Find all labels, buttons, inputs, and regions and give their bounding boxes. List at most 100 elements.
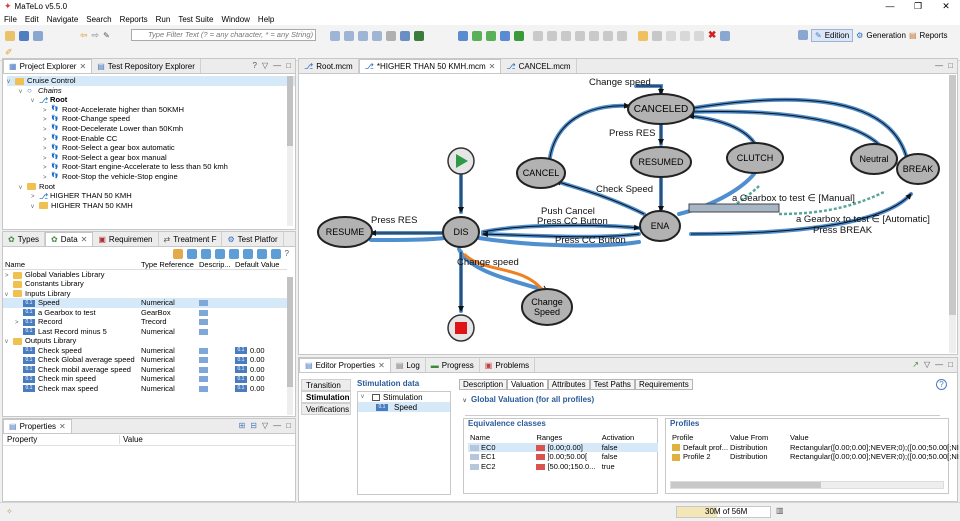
close-icon[interactable]: ✕ [378,361,385,370]
maximize-icon[interactable]: □ [286,61,291,70]
add-state-icon[interactable] [472,30,482,41]
add-constant-icon[interactable] [228,248,239,259]
subtab-description[interactable]: Description [459,379,508,390]
end-node[interactable] [447,314,475,342]
minimize-button[interactable]: — [885,1,895,11]
expand-caret[interactable]: v [19,88,22,95]
side-tab-stimulation[interactable]: Stimulation [301,391,351,403]
diagram-canvas[interactable]: CANCELED RESUMED CLUTCH Neutral BREAK CA… [299,74,949,354]
menu-search[interactable]: Search [86,14,112,24]
delete-icon[interactable]: ✖ [708,30,717,41]
tree-item[interactable]: >👣Root-Enable CC [7,134,295,144]
menu-run[interactable]: Run [155,14,171,24]
prof-col-value[interactable]: Value [790,433,809,443]
tree-item[interactable]: >⎇HIGHER THAN 50 KMH [7,191,295,201]
magic-wand-icon[interactable]: ✐ [5,47,13,57]
col-default[interactable]: Default Value [235,260,280,269]
expand-caret[interactable]: > [43,165,47,172]
expand-caret[interactable]: v [19,184,22,191]
subtab-valuation[interactable]: Valuation [507,379,548,390]
menu-help[interactable]: Help [257,14,275,24]
close-icon[interactable]: ✕ [79,62,87,71]
tree-item[interactable]: >👣Root-Start engine-Accelerate to less t… [7,162,295,172]
menu-file[interactable]: File [4,14,17,24]
menu-icon[interactable]: ▽ [262,61,269,70]
expand-caret[interactable]: > [31,194,35,201]
tree-item[interactable]: v⎇Root [7,95,295,105]
maximize-icon[interactable]: □ [948,360,953,369]
help-icon[interactable]: ? [284,249,289,258]
state-cancel[interactable]: CANCEL [516,157,566,189]
tab-root-mcm[interactable]: ⎇Root.mcm [299,59,359,73]
filter-input[interactable]: Type Filter Text (? = any character, * =… [131,29,316,41]
pin-icon[interactable]: ⊞ [238,421,246,430]
perspective-edition[interactable]: ✎Edition [811,28,854,42]
menu-navigate[interactable]: Navigate [46,14,79,24]
minimize-icon[interactable]: — [273,421,282,430]
state-dis[interactable]: DIS [442,216,480,248]
open-perspective-icon[interactable] [798,30,808,40]
state-canceled[interactable]: CANCELED [627,93,695,125]
table-row[interactable]: >Global Variables Library [3,270,287,279]
add-transition-icon[interactable] [486,30,496,41]
close-icon[interactable]: ✕ [59,422,66,431]
new-icon[interactable] [5,30,15,41]
zoom-fit-icon[interactable] [330,30,340,41]
close-icon[interactable]: ✕ [488,62,496,71]
expand-caret[interactable]: v [5,291,8,298]
tab-cancel-mcm[interactable]: ⎇CANCEL.mcm [501,59,577,73]
minimize-icon[interactable]: — [935,360,944,369]
expand-caret[interactable]: v [31,203,34,210]
col-name[interactable]: Name [5,260,26,269]
tree-item[interactable]: >👣Root-Select a gear box automatic [7,143,295,153]
subtab-requirements[interactable]: Requirements [634,379,693,390]
expand-caret[interactable]: v [5,339,8,346]
menu-test-suite[interactable]: Test Suite [178,14,214,24]
state-neutral[interactable]: Neutral [850,143,898,175]
explorer-scrollbar[interactable] [287,76,293,226]
menu-icon[interactable]: ▽ [262,421,269,430]
forward-icon[interactable]: ⇨ [91,30,100,40]
save-icon[interactable] [19,30,29,41]
eq-col-name[interactable]: Name [470,433,491,443]
copy-icon[interactable] [680,30,690,41]
tree-item[interactable]: v○Chains [7,86,295,96]
tree-item[interactable]: >👣Root-Accelerate higher than 50KMH [7,105,295,115]
menu-edit[interactable]: Edit [24,14,39,24]
tab-progress[interactable]: ▬Progress [426,358,480,372]
back-icon[interactable]: ⇦ [80,30,88,40]
add-output-icon[interactable] [214,248,225,259]
zoom-out-icon[interactable] [344,30,354,41]
expand-caret[interactable]: > [43,126,47,133]
zoom-reset-icon[interactable] [372,30,382,41]
tree-item[interactable]: >👣Root-Stop the vehicle-Stop engine [7,172,295,182]
help-icon[interactable]: ? [252,61,257,70]
minimize-icon[interactable]: — [935,61,944,70]
eq-col-activation[interactable]: Activation [601,433,635,443]
data-scrollbar[interactable] [287,277,293,415]
state-clutch[interactable]: CLUTCH [726,142,784,174]
transition-resume-dis[interactable] [369,236,446,242]
hand-icon[interactable] [386,30,396,41]
col-desc[interactable]: Descrip... [199,260,231,269]
subtab-test-paths[interactable]: Test Paths [589,379,635,390]
editor-scrollbar[interactable] [949,75,956,353]
distribute-icon[interactable] [617,30,627,41]
start-node[interactable] [447,147,475,175]
help-icon[interactable]: ? [936,379,947,390]
expand-icon[interactable] [256,248,267,259]
align-bottom-icon[interactable] [603,30,613,41]
minimize-icon[interactable]: — [273,61,282,70]
zoom-in-icon[interactable] [358,30,368,41]
transition-dis-change-speed[interactable] [457,247,548,293]
side-tab-transition[interactable]: Transition [301,379,351,391]
cut-icon[interactable] [666,30,676,41]
